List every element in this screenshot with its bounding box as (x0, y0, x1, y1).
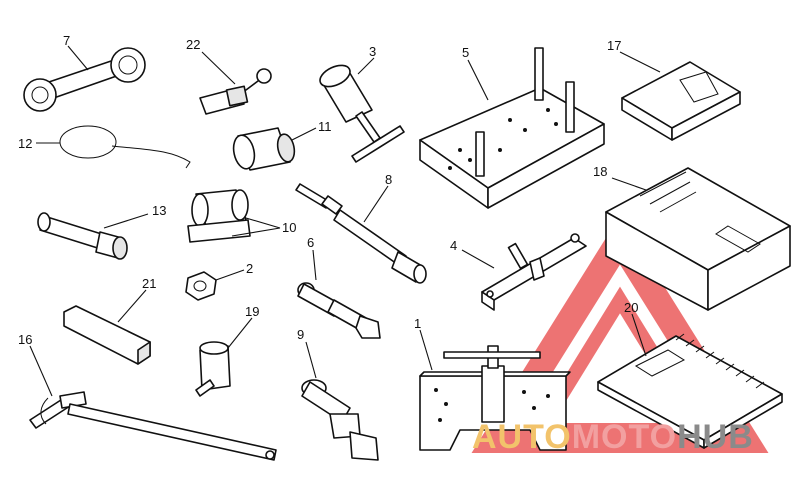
part-17-booklet (621, 61, 741, 141)
callout-5: 5 (462, 45, 469, 60)
leader-2 (215, 269, 245, 281)
part-21-hex-bar (63, 305, 151, 365)
callout-17: 17 (607, 38, 621, 53)
part-19-sleeve (195, 341, 231, 397)
watermark-part-hub: HUB (677, 418, 754, 456)
watermark-text: AUTOMOTOHUB (472, 418, 754, 456)
watermark-auto: AUTOMOTOHUB (472, 418, 754, 456)
part-10-clamp (187, 189, 251, 243)
leader-11 (29, 345, 53, 397)
leader-21 (117, 289, 147, 323)
leader-20 (631, 313, 647, 357)
leader-12 (291, 127, 317, 141)
callout-16: 13 (152, 203, 166, 218)
callout-3: 3 (369, 44, 376, 59)
part-8-shaft (295, 183, 427, 284)
part-11-lever (29, 391, 277, 461)
callout-22: 22 (186, 37, 200, 52)
callout-18: 18 (593, 164, 607, 179)
part-7-wrench (23, 47, 146, 112)
part-22-tag (199, 68, 272, 115)
leader-18 (611, 177, 647, 191)
leader-10b (231, 227, 281, 237)
callout-9: 9 (297, 327, 304, 342)
callout-8: 8 (385, 172, 392, 187)
leader-22 (201, 51, 236, 85)
callout-6: 6 (307, 235, 314, 250)
callout-7: 7 (63, 33, 70, 48)
leader-1 (419, 329, 433, 371)
callout-11: 16 (18, 332, 32, 347)
leader-4 (461, 249, 495, 269)
leader-8 (363, 185, 389, 223)
part-16-socket (37, 212, 128, 260)
leader-19 (227, 317, 253, 349)
leader-3 (357, 57, 375, 75)
callout-13: 12 (18, 136, 32, 151)
part-1-press-fixture (419, 345, 571, 451)
callout-2: 2 (246, 261, 253, 276)
leader-6 (312, 249, 317, 281)
leader-9 (305, 341, 317, 379)
part-6-bolt (297, 282, 381, 339)
part-9-pivot (301, 379, 379, 461)
callout-10: 10 (282, 220, 296, 235)
watermark-part-auto: AUTO (472, 418, 572, 456)
leader-17 (619, 51, 661, 73)
callout-19: 19 (245, 304, 259, 319)
callout-1: 1 (414, 316, 421, 331)
part-20-notebook (597, 333, 783, 449)
part-4-bracket (481, 233, 587, 311)
callout-12: 11 (318, 119, 332, 134)
watermark-part-moto: MOTO (572, 418, 677, 456)
part-3-puller (319, 64, 405, 163)
part-12-bushing (232, 127, 296, 171)
callout-21: 21 (142, 276, 156, 291)
part-2-nut (185, 271, 217, 301)
leader-5 (467, 59, 489, 101)
leader-10a (245, 217, 281, 229)
callout-4: 4 (450, 238, 457, 253)
part-18-manual (605, 167, 791, 311)
leader-16 (103, 213, 149, 229)
part-13-wire-ring (59, 125, 191, 169)
part-5-pin-plate (419, 47, 605, 209)
leader-7 (67, 45, 89, 71)
callout-20: 20 (624, 300, 638, 315)
